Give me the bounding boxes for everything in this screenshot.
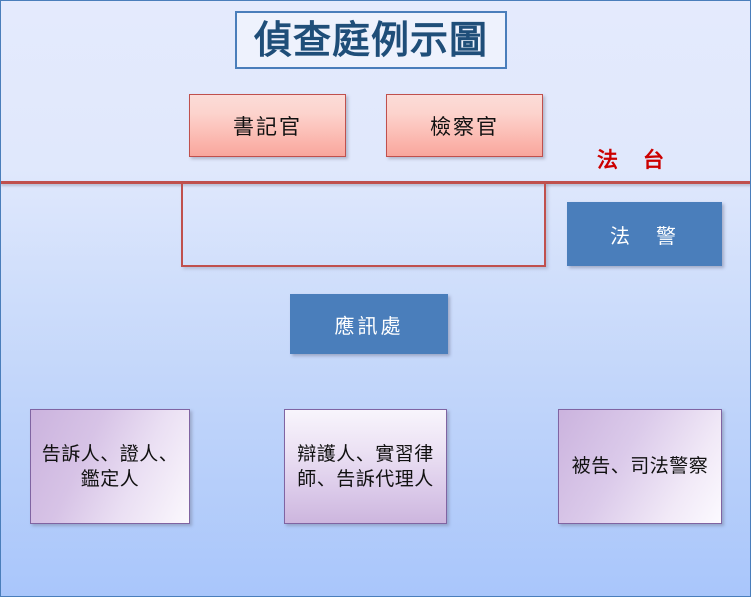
bench-area-label: 法 台 [597, 148, 666, 172]
role-box-hearing-stand[interactable]: 應訊處 [290, 294, 448, 354]
role-box-hearing-stand-label: 應訊處 [334, 313, 404, 338]
page-title: 偵查庭例示圖 [253, 18, 488, 62]
role-box-defense-counsel[interactable]: 辯護人、實習律師、告訴代理人 [284, 409, 447, 524]
role-box-defendant-judicial-police-label: 被告、司法警察 [571, 455, 709, 478]
role-box-plaintiff-witness-expert-label: 告訴人、證人、鑑定人 [41, 442, 179, 490]
empty-enclosure-rect[interactable] [181, 182, 546, 267]
role-box-bailiff-label: 法 警 [610, 223, 679, 248]
role-box-prosecutor-label: 檢察官 [430, 114, 499, 139]
role-box-court-clerk-label: 書記官 [233, 114, 302, 139]
role-box-bailiff[interactable]: 法 警 [567, 202, 722, 266]
role-box-plaintiff-witness-expert[interactable]: 告訴人、證人、鑑定人 [30, 409, 190, 524]
role-box-defendant-judicial-police[interactable]: 被告、司法警察 [558, 409, 722, 524]
diagram-title-box: 偵查庭例示圖 [235, 11, 507, 69]
role-box-court-clerk[interactable]: 書記官 [189, 94, 346, 157]
role-box-prosecutor[interactable]: 檢察官 [386, 94, 543, 157]
role-box-defense-counsel-label: 辯護人、實習律師、告訴代理人 [297, 442, 434, 490]
